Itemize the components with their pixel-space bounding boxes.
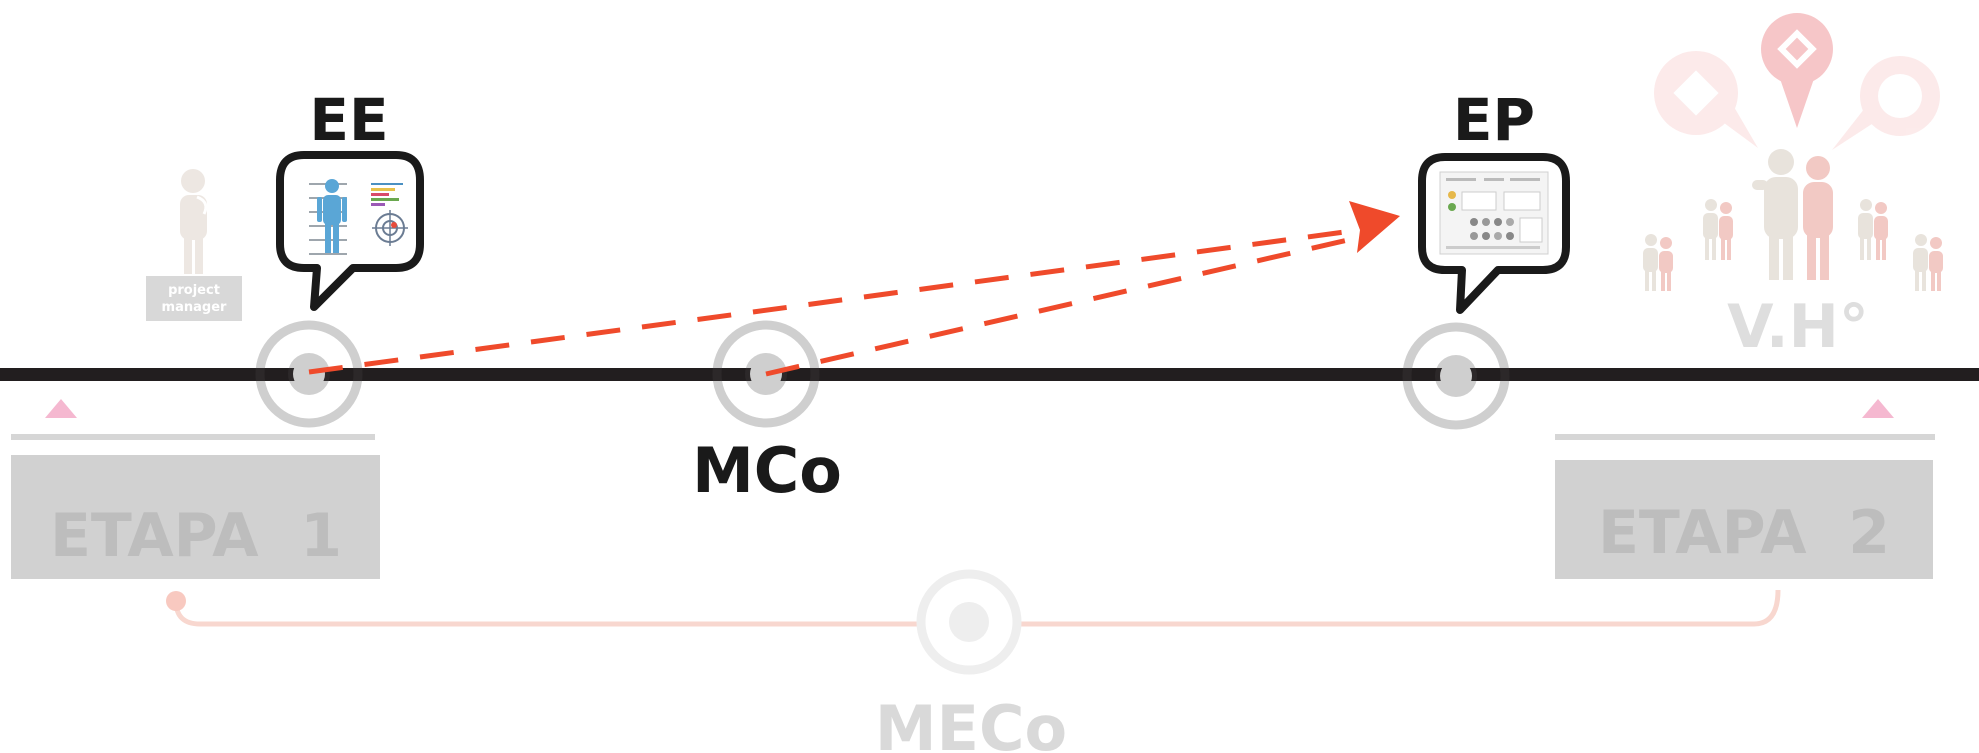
bar-chart-icon [371, 183, 403, 206]
ee-label: EE [309, 86, 388, 154]
meco-label: MECo [875, 692, 1067, 753]
stage-2: ETAPA 2 [1555, 399, 1935, 579]
stage-1: ETAPA 1 [11, 399, 380, 579]
project-manager-label-line1: project [168, 283, 220, 298]
meco-group: MECo [166, 569, 1781, 753]
diamond-bubble-icon [1654, 51, 1758, 148]
dashboard-screenshot-icon [1439, 171, 1549, 255]
pin-icon [1761, 13, 1833, 128]
meco-start-dot [166, 591, 186, 611]
stage-2-label: ETAPA 2 [1598, 498, 1890, 568]
target-icon [372, 210, 408, 246]
stage-2-rule [1555, 434, 1935, 440]
timeline-axis-overlay [0, 368, 1979, 381]
people-crowd-icon [1643, 149, 1943, 291]
triangle-up-icon [1862, 399, 1894, 418]
vh-label: V.H° [1727, 292, 1869, 362]
project-manager: project manager [146, 169, 242, 321]
project-manager-badge [146, 276, 242, 321]
node-ep-dot [1440, 360, 1472, 392]
stage-2-box [1555, 460, 1933, 579]
triangle-up-icon [45, 399, 77, 418]
ee-bubble [276, 151, 424, 311]
stage-1-box [11, 455, 380, 579]
dashed-arrows [308, 201, 1400, 377]
project-manager-label-line2: manager [162, 300, 227, 315]
stage-1-rule [11, 434, 375, 440]
arrowhead-icon [1349, 201, 1400, 253]
ep-label: EP [1453, 86, 1535, 154]
meco-node [916, 569, 1022, 675]
vh-group: V.H° [1643, 13, 1943, 362]
ee-bubble-outline [276, 151, 424, 311]
circle-bubble-icon [1832, 56, 1940, 150]
body-scan-icon [309, 179, 347, 255]
node-ee-dot [293, 358, 325, 390]
mco-label: MCo [692, 434, 842, 507]
arrow-ee-to-ep [308, 225, 1375, 375]
stage-1-label: ETAPA 1 [50, 501, 342, 571]
ep-bubble [1418, 153, 1570, 314]
person-icon [180, 169, 208, 274]
arrow-mco-to-ep [765, 231, 1375, 377]
